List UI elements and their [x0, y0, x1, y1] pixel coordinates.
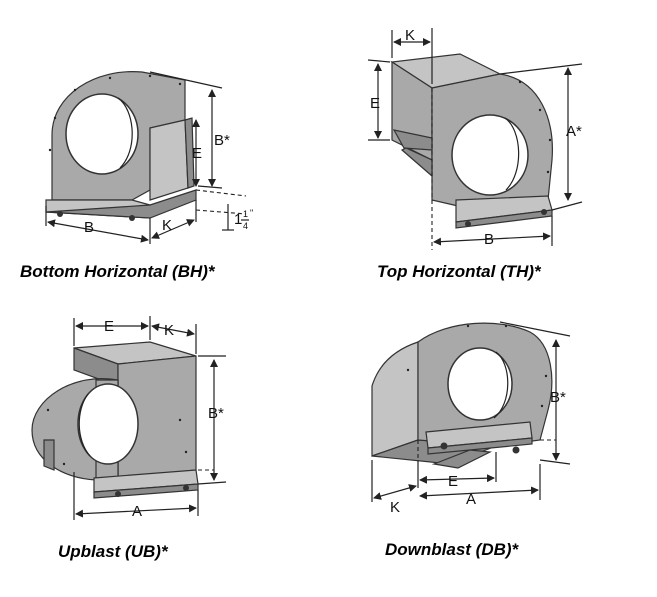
- dim-label-offset-num: 1: [243, 209, 248, 219]
- dim-label-k: K: [162, 217, 172, 234]
- dim-label-a-star: A*: [566, 123, 582, 140]
- caption-downblast: Downblast (DB)*: [385, 540, 520, 559]
- fan-housing-ub: [31, 341, 199, 499]
- dim-label-e: E: [104, 318, 114, 335]
- fan-housing-db: [371, 322, 553, 469]
- dim-label-a: A: [466, 491, 476, 508]
- dim-label-b-star: B*: [214, 132, 230, 149]
- dim-label-e: E: [370, 95, 380, 112]
- figure-downblast: B* E A K Downblast (DB)*: [371, 321, 571, 559]
- figure-bottom-horizontal: B* E B K 1 1 4 " Bottom Horizontal (BH)*: [20, 71, 253, 281]
- dim-label-a: A: [132, 503, 142, 520]
- dim-label-offset-whole: 1: [234, 211, 242, 228]
- dim-label-b-star: B*: [550, 389, 566, 406]
- caption-top-horizontal: Top Horizontal (TH)*: [377, 262, 542, 281]
- dimension-lines-db: [371, 321, 571, 502]
- caption-upblast: Upblast (UB)*: [58, 542, 169, 561]
- dimension-lines-th: [367, 28, 583, 250]
- dim-label-e: E: [192, 145, 202, 162]
- dim-label-k: K: [164, 322, 174, 339]
- dim-label-offset-den: 4: [243, 221, 248, 231]
- dimension-lines-bh: [45, 71, 247, 244]
- fan-housing-bh: [45, 71, 197, 221]
- dim-label-b: B: [484, 231, 494, 248]
- dim-label-k: K: [405, 27, 415, 44]
- dim-label-b-star: B*: [208, 405, 224, 422]
- caption-bottom-horizontal: Bottom Horizontal (BH)*: [20, 262, 216, 281]
- figure-upblast: E K B* A Upblast (UB)*: [31, 316, 227, 561]
- fan-housing-th: [390, 53, 553, 229]
- dim-label-e: E: [448, 473, 458, 490]
- dim-label-k: K: [390, 499, 400, 516]
- dimension-lines-ub: [73, 316, 227, 520]
- figure-top-horizontal: K E A* B Top Horizontal (TH)*: [367, 27, 583, 281]
- dim-label-b: B: [84, 219, 94, 236]
- dim-label-offset-unit: ": [250, 208, 253, 218]
